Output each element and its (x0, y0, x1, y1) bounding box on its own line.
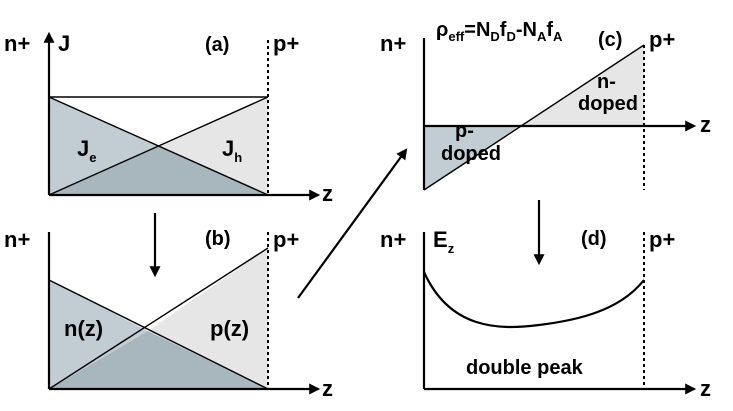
panel-c: n+ ρeff=NDfD-NAfA (c) p+ z n- doped p- d… (380, 19, 711, 191)
panel-d-tag: (d) (581, 228, 607, 250)
panel-b-hole-line (48, 247, 269, 390)
panel-c-p-doped-label-2: doped (441, 143, 501, 165)
panel-c-n-doped-label-2: doped (578, 93, 638, 115)
panel-b-x-label: z (322, 376, 333, 401)
panel-b-electron-line (48, 279, 269, 390)
panel-a-tag: (a) (205, 34, 229, 56)
panel-c-x-label: z (700, 112, 711, 137)
panel-a-electron-label: Je (77, 136, 96, 165)
panel-b-electron-label: n(z) (64, 316, 103, 341)
panel-c-n-doped-label-1: n- (597, 71, 616, 93)
panel-a-right-label: p+ (273, 31, 299, 56)
panel-b-electron-region (49, 280, 148, 389)
panel-b-tag: (b) (205, 228, 231, 250)
panel-a-x-label: z (322, 181, 333, 206)
panel-c-charge-line (423, 44, 645, 191)
panel-a-electron-region (49, 97, 160, 195)
panel-b-left-label: n+ (4, 227, 30, 252)
panel-b-hole-region (148, 248, 268, 389)
panel-c-right-label: p+ (649, 27, 675, 52)
panel-b-right-label: p+ (273, 227, 299, 252)
panel-b-hole-label: p(z) (210, 316, 249, 341)
panel-d-right-label: p+ (649, 227, 675, 252)
panel-d: n+ Ez (d) p+ z double peak (380, 227, 711, 401)
panel-c-tag: (c) (598, 29, 622, 51)
panel-b: n+ (b) p+ z n(z) p(z) (4, 227, 333, 401)
panel-b-overlap-region (49, 331, 268, 389)
panel-d-curve-label: double peak (466, 357, 584, 379)
panel-a-hole-label: Jh (222, 136, 242, 165)
panel-a-left-label: n+ (4, 31, 30, 56)
panel-a-overlap-region (49, 146, 268, 195)
panel-d-field-curve (422, 271, 645, 329)
panel-c-p-doped-label-1: p- (455, 120, 474, 142)
panel-d-x-label: z (700, 376, 711, 401)
panel-c-formula: ρeff=NDfD-NAfA (436, 19, 563, 44)
panel-a-hole-line (48, 96, 269, 196)
arrow-b-to-c (297, 148, 408, 299)
panel-d-y-label: Ez (433, 227, 455, 256)
panel-d-left-label: n+ (380, 227, 406, 252)
panel-c-left-label: n+ (380, 31, 406, 56)
panel-a-hole-region (160, 97, 268, 195)
panel-a-y-label: J (58, 31, 70, 56)
panel-a: n+ J (a) p+ z Je Jh (4, 31, 333, 206)
